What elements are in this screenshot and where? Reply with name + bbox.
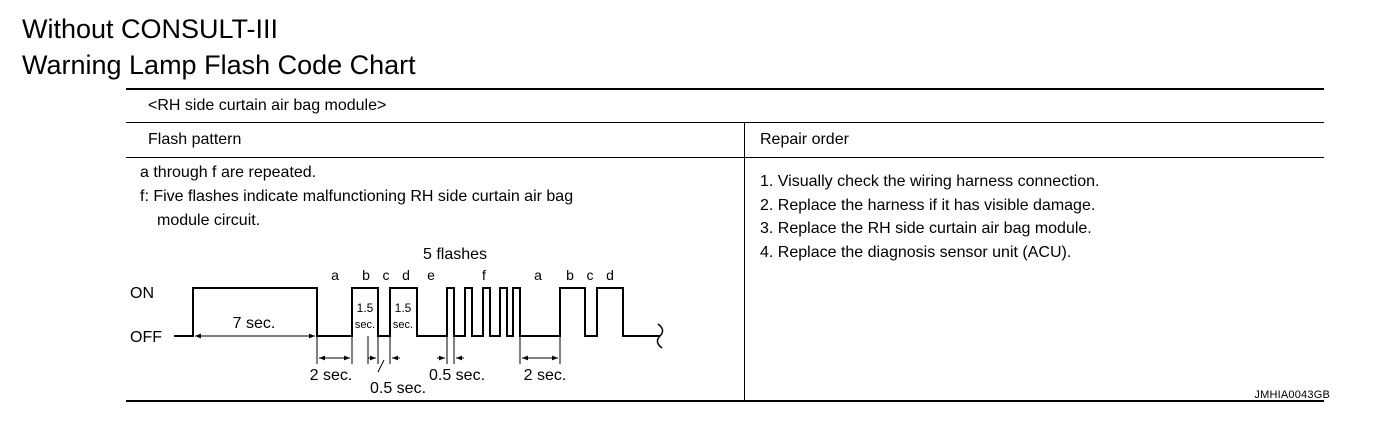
five-flashes-label: 5 flashes: [423, 246, 487, 263]
segment-label-f: f: [482, 267, 486, 283]
flash-desc-line1: a through f are repeated.: [140, 164, 317, 181]
pulse-d-duration-number: 1.5: [395, 301, 412, 315]
waveform-continuation-mark: [656, 323, 664, 349]
segment-label-b: b: [362, 267, 370, 283]
half-sec-label-2: 0.5 sec.: [429, 367, 485, 384]
half-sec-label-1: 0.5 sec.: [370, 380, 426, 397]
segment-label-c-repeat: c: [587, 267, 594, 283]
two-sec-label-1: 2 sec.: [310, 367, 353, 384]
segment-label-b-repeat: b: [566, 267, 574, 283]
off-label: OFF: [130, 329, 162, 346]
segment-label-a-repeat: a: [534, 267, 542, 283]
half-sec-leader-1: [377, 359, 385, 373]
segment-label-c: c: [383, 267, 390, 283]
table-column-divider: [744, 122, 745, 401]
flash-waveform: [174, 287, 660, 337]
repair-step-2: 2. Replace the harness if it has visible…: [760, 196, 1096, 214]
table-top-rule: [126, 88, 1324, 90]
table-bottom-rule: [126, 400, 1324, 402]
flash-desc-line3: module circuit.: [157, 212, 261, 229]
repair-step-3: 3. Replace the RH side curtain air bag m…: [760, 220, 1092, 237]
chart-title: Warning Lamp Flash Code Chart: [22, 50, 416, 80]
repair-order-header: Repair order: [760, 131, 849, 148]
pulse-b-duration-number: 1.5: [357, 301, 374, 315]
table-header-rule: [126, 122, 1324, 123]
dimension-extension-lines: [316, 336, 561, 364]
segment-label-a: a: [331, 267, 339, 283]
flash-pattern-header: Flash pattern: [148, 131, 242, 148]
seven-sec-label: 7 sec.: [233, 315, 276, 332]
module-label: <RH side curtain air bag module>: [148, 97, 387, 114]
pulse-d-duration-unit: sec.: [393, 319, 413, 331]
heading-without-consult: Without CONSULT-III: [22, 14, 279, 44]
table-col-header-rule: [126, 157, 1324, 158]
segment-label-d: d: [402, 267, 410, 283]
repair-steps-list: 1. Visually check the wiring harness con…: [760, 170, 1099, 264]
pulse-b-duration-unit: sec.: [355, 319, 375, 331]
segment-label-d-repeat: d: [606, 267, 614, 283]
repair-step-4: 4. Replace the diagnosis sensor unit (AC…: [760, 243, 1072, 261]
on-label: ON: [130, 285, 154, 302]
flash-desc-line2: f: Five flashes indicate malfunctioning …: [140, 188, 574, 205]
two-sec-label-2: 2 sec.: [524, 367, 567, 384]
repair-step-1: 1. Visually check the wiring harness con…: [760, 173, 1100, 190]
image-code: JMHIA0043GB: [1254, 389, 1330, 401]
segment-label-e: e: [427, 267, 435, 283]
